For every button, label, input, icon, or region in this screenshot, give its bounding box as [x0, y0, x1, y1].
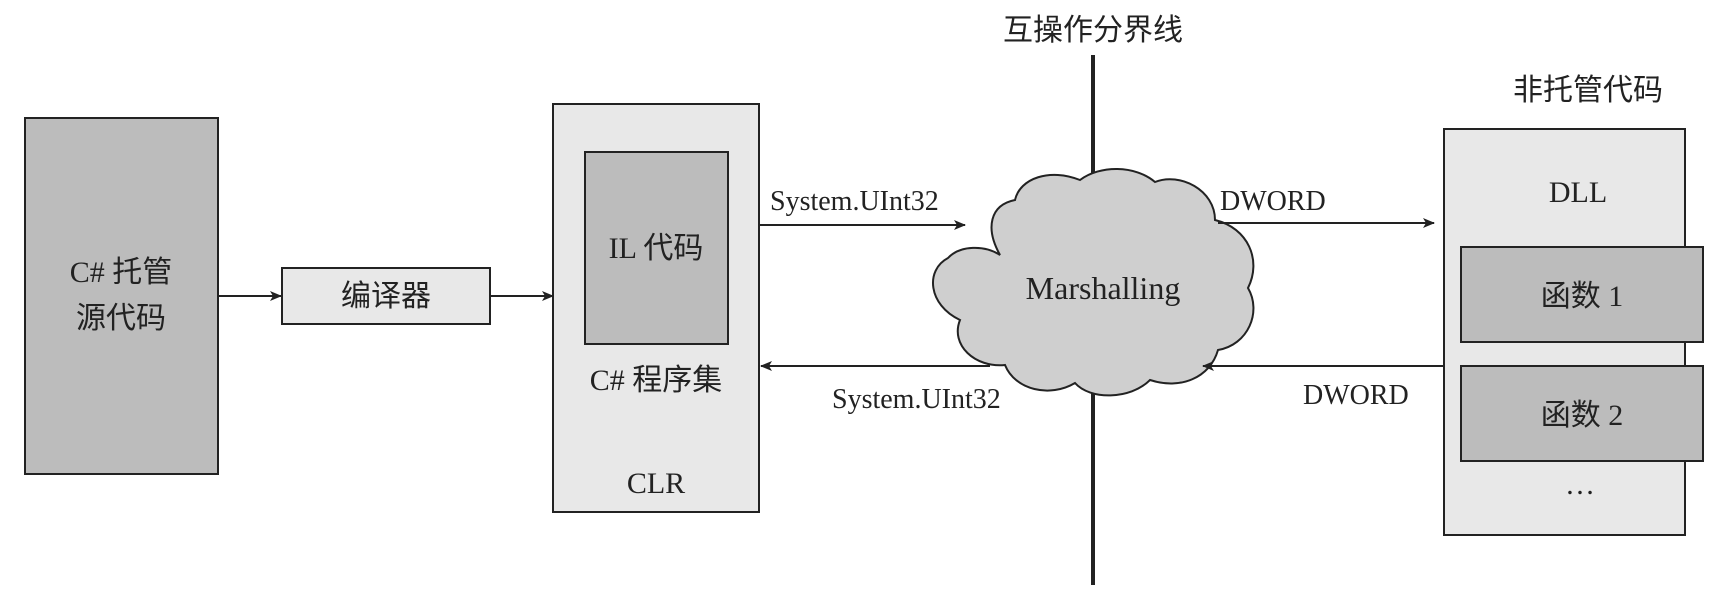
compiler-label: 编译器	[341, 280, 431, 313]
arrow-marshalling-to-dll-label: DWORD	[1220, 186, 1326, 217]
function-1-box	[1460, 246, 1704, 343]
more-functions-ellipsis: …	[1565, 468, 1595, 501]
dll-title: DLL	[1549, 176, 1607, 209]
clr-label: CLR	[627, 467, 685, 500]
il-code-box	[584, 151, 729, 345]
marshalling-cloud	[932, 168, 1255, 397]
source-code-label-line2: 源代码	[76, 302, 166, 335]
arrow-marshalling-to-clr-label: System.UInt32	[832, 384, 1001, 415]
function-1-label: 函数 1	[1541, 280, 1624, 313]
arrow-dll-to-marshalling-label: DWORD	[1303, 380, 1409, 411]
arrow-clr-to-marshalling-label: System.UInt32	[770, 186, 939, 217]
function-2-box	[1460, 365, 1704, 462]
csharp-assembly-label: C# 程序集	[590, 364, 723, 397]
interop-boundary-label: 互操作分界线	[1003, 14, 1183, 47]
il-code-label: IL 代码	[609, 232, 704, 265]
unmanaged-code-label: 非托管代码	[1513, 74, 1663, 107]
marshalling-label: Marshalling	[1026, 270, 1181, 306]
function-2-label: 函数 2	[1541, 399, 1624, 432]
source-code-label-line1: C# 托管	[70, 256, 173, 289]
source-code-box	[24, 117, 219, 475]
